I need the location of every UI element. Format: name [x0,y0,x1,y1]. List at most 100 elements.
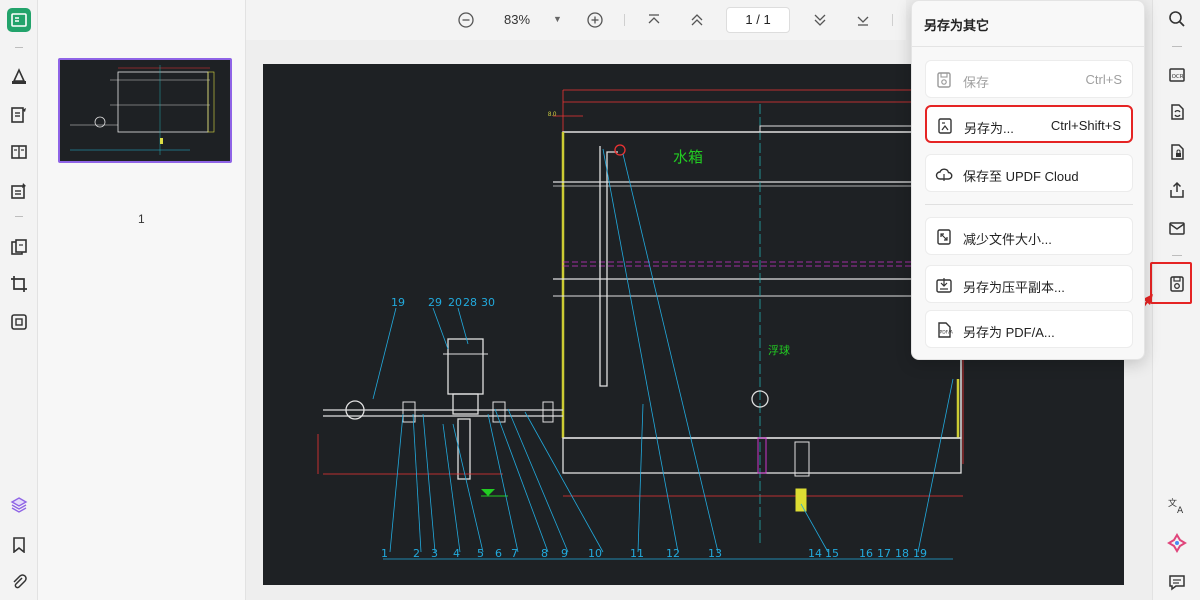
comment-icon[interactable] [7,64,31,88]
page-layout-icon[interactable] [7,140,31,164]
svg-text:14: 14 [808,547,822,560]
menu-item-save[interactable]: 保存 Ctrl+S [925,60,1133,98]
page-separator: / [756,12,760,27]
svg-text:12: 12 [666,547,680,560]
cloud-icon [935,168,953,181]
svg-text:17: 17 [877,547,891,560]
zoom-out-icon[interactable] [458,12,474,28]
search-icon[interactable] [1165,7,1189,31]
svg-text:11: 11 [630,547,644,560]
first-page-icon[interactable] [646,12,662,28]
protect-icon[interactable] [1165,140,1189,164]
svg-text:18: 18 [895,547,909,560]
toolbar-divider [1172,46,1182,47]
current-page: 1 [745,12,753,27]
reader-mode-icon[interactable] [7,8,31,32]
menu-item-label: 另存为... [964,121,1014,136]
zoom-level[interactable]: 83% [504,12,531,27]
menu-item-label: 另存为 PDF/A... [963,325,1055,340]
menu-item-label: 减少文件大小... [963,232,1052,247]
svg-text:8: 8 [541,547,548,560]
svg-text:1: 1 [381,547,388,560]
menu-item-label: 另存为压平副本... [963,280,1065,295]
next-page-icon[interactable] [812,12,828,28]
save-as-other-icon[interactable] [1165,272,1189,296]
svg-text:A: A [1177,506,1184,515]
flatten-icon [936,278,952,293]
svg-text:5: 5 [477,547,484,560]
compress-icon [937,229,951,245]
email-icon[interactable] [1165,216,1189,240]
svg-text:水箱: 水箱 [673,148,703,166]
convert-file-icon[interactable] [1165,100,1189,124]
svg-text:4: 4 [453,547,460,560]
menu-item-label: 保存 [963,75,990,90]
svg-text:16: 16 [859,547,873,560]
comments-list-icon[interactable] [1165,570,1189,594]
svg-text:28: 28 [463,296,477,309]
save-as-other-menu: 另存为其它 保存 Ctrl+S 另存为... Ctrl+Shift+S 保存至 … [911,0,1145,360]
page-number-input[interactable]: 1 / 1 [726,7,790,33]
menu-item-shortcut: Ctrl+Shift+S [1050,118,1121,133]
save-as-other-highlight [1150,262,1192,304]
last-page-icon[interactable] [855,12,871,28]
thumbnail-panel: 1 [38,0,246,600]
edit-pdf-icon[interactable] [7,103,31,127]
menu-item-save-to-cloud[interactable]: 保存至 UPDF Cloud [925,154,1133,192]
page-number-label: 1 [138,212,145,226]
layers-icon[interactable] [7,493,31,517]
svg-text:30: 30 [481,296,495,309]
menu-item-label: 保存至 UPDF Cloud [963,169,1079,184]
ocr-icon[interactable]: OCR [1165,63,1189,87]
share-icon[interactable] [1165,178,1189,202]
left-toolbar [0,0,38,600]
save-as-icon [938,118,952,134]
toolbar-divider [624,14,625,26]
toolbar-divider [15,47,23,48]
crop-icon[interactable] [7,272,31,296]
menu-item-save-pdfa[interactable]: PDF/A 另存为 PDF/A... [925,310,1133,348]
toolbar-divider [15,216,23,217]
save-icon [937,72,951,88]
organize-pages-icon[interactable] [7,235,31,259]
attachment-icon[interactable] [7,570,31,594]
svg-text:OCR: OCR [1172,74,1184,80]
svg-text:文: 文 [1168,497,1177,509]
zoom-in-icon[interactable] [587,12,603,28]
menu-title: 另存为其它 [924,18,990,33]
svg-text:15: 15 [825,547,839,560]
menu-divider [912,46,1144,47]
svg-text:13: 13 [708,547,722,560]
pdfa-icon: PDF/A [938,322,954,338]
menu-item-reduce-size[interactable]: 减少文件大小... [925,217,1133,255]
svg-text:19: 19 [391,296,405,309]
svg-text:29: 29 [428,296,442,309]
svg-text:19: 19 [913,547,927,560]
total-pages: 1 [763,12,771,27]
menu-item-save-as[interactable]: 另存为... Ctrl+Shift+S [925,105,1133,143]
convert-icon[interactable] [7,310,31,334]
svg-text:6: 6 [495,547,502,560]
previous-page-icon[interactable] [689,12,705,28]
svg-text:7: 7 [511,547,518,560]
form-icon[interactable] [7,179,31,203]
svg-text:2: 2 [413,547,420,560]
top-toolbar: 83% ▼ 1 / 1 [246,0,906,40]
zoom-dropdown-icon[interactable]: ▼ [553,14,562,24]
bookmark-icon[interactable] [7,533,31,557]
svg-text:浮球: 浮球 [768,343,790,357]
page-thumbnail[interactable] [58,58,232,163]
svg-text:PDF/A: PDF/A [940,330,954,336]
menu-item-save-flattened[interactable]: 另存为压平副本... [925,265,1133,303]
menu-divider [925,204,1133,205]
ai-assistant-icon[interactable] [1165,531,1189,555]
svg-text:8.0: 8.0 [548,112,557,118]
svg-text:3: 3 [431,547,438,560]
toolbar-divider [892,14,893,26]
svg-text:10: 10 [588,547,602,560]
svg-text:20: 20 [448,296,462,309]
menu-item-shortcut: Ctrl+S [1085,72,1122,87]
